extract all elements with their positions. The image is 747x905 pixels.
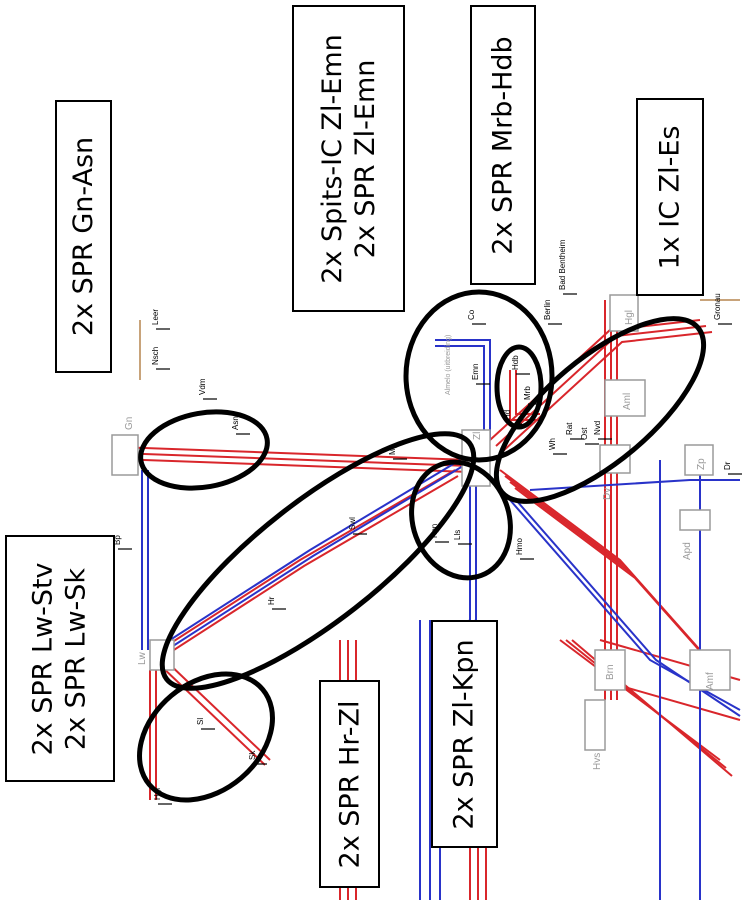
minor-station-label: Bad Bentheim [558,239,567,290]
station-box-zp [684,444,714,476]
minor-station-label: Swl [348,517,357,530]
minor-station-label: Leer [151,309,160,325]
minor-station-label: Wh [548,438,557,450]
station-box-hvs [584,699,606,751]
minor-station-label: Hmo [515,538,524,555]
station-label-hvs: Hvs [592,753,603,770]
callout-gn-asn: 2x SPR Gn-Asn [55,100,112,373]
ellipse-gn-asn [138,409,270,491]
callout-hr-zl: 2x SPR Hr-Zl [319,680,380,888]
ellipse-lw-zl [159,431,477,691]
station-label-zl: Zl [472,432,483,440]
ellipse-zl-emn [403,289,555,463]
map-annotation: Almelo (uitbreiding) [445,335,452,395]
ellipse-lw-sk [137,671,275,803]
station-label-amf: Amf [705,672,716,690]
callout-line: 2x SPR Lw-Sk [61,567,93,750]
minor-station-label: Hd [503,410,512,420]
ic-line-lw-sk [149,659,271,800]
foreign-lines [139,299,740,380]
minor-station-label: Mrb [523,386,532,400]
minor-station-label: Bp [113,535,122,545]
minor-station-label: Mp [388,443,397,455]
station-label-apd: Apd [682,542,693,560]
minor-station-label: Gronau [713,293,722,320]
minor-station-label: Sk [248,750,257,760]
callout-line: 2x SPR Zl-Emn [349,59,381,258]
callout-line: 2x SPR Hr-Zl [334,700,366,868]
minor-station-label: Hr [267,596,276,605]
callout-line: 2x SPR Lw-Stv [28,561,60,756]
station-label-hgl: Hgl [624,310,635,325]
minor-station-label: Rat [565,422,574,435]
ic-line-gn-horizontal [117,446,471,473]
minor-station-label: Asn [231,416,240,430]
callout-line: 2x SPR Zl-Kpn [449,638,481,830]
callout-zl-kpn: 2x SPR Zl-Kpn [431,620,498,848]
station-box-gn [111,434,139,476]
station-label-brn: Brn [605,664,616,680]
station-box-hgl [609,294,639,332]
ellipse-zl-kpn [409,459,513,581]
station-label-zp: Zp [696,458,707,470]
ic-line-bottom-bundle [339,639,741,900]
minor-station-label: Sl [196,718,205,725]
minor-station-label: Co [467,309,476,320]
callout-line: 2x SPR Mrb-Hdb [487,35,519,255]
station-box-brn [594,649,626,691]
station-box-aml [604,379,646,417]
station-labels: Gn Lw Zl Dv Hgl Aml Zp Apd Amf Hvs Brn [124,310,716,770]
station-label-gn: Gn [124,417,135,430]
minor-station-label: Vdm [198,378,207,395]
minor-station-label: Ost [580,427,589,440]
ellipse-mrb-hdb [494,344,544,430]
minor-station-label: Emn [471,364,480,380]
minor-station-label: Berlin [543,300,552,320]
minor-station-label: Nvd [593,421,602,435]
minor-station-label: Lls [453,530,462,540]
station-label-lw: Lw [137,651,148,665]
station-box-apd [679,509,711,531]
spr-line-zl-emn [435,339,491,440]
callout-zl-es: 1x IC Zl-Es [636,98,704,296]
spr-line-gn-lw [141,470,149,650]
ic-line-lw-zl [159,469,459,658]
station-box-amf [689,649,731,691]
callout-line: 2x SPR Gn-Asn [68,136,99,337]
minor-station-label: Dr [723,461,732,470]
minor-station-label: Hdb [511,355,520,370]
station-label-aml: Aml [622,393,633,410]
station-label-dv: Dv [602,488,613,500]
callout-mrb-hdb: 2x SPR Mrb-Hdb [470,5,536,285]
callout-line: 2x Spits-IC Zl-Emn [316,33,348,284]
callout-line: 1x IC Zl-Es [654,124,686,270]
highlight-ellipses [137,289,707,803]
minor-station-label: Nsch [151,347,160,365]
ic-line-dv-aml [604,300,618,700]
